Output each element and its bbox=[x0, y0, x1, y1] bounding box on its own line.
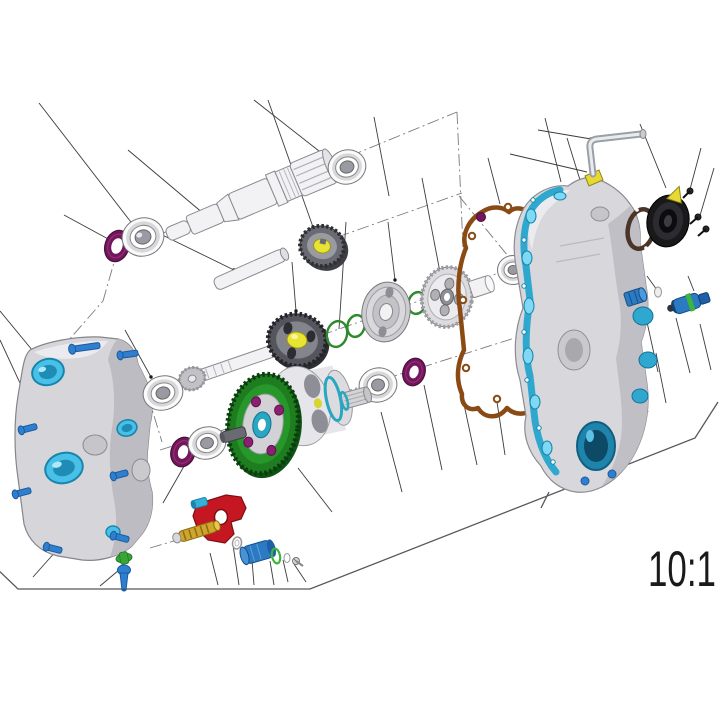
sensor-oring-green bbox=[685, 293, 696, 312]
right-gearbox-cover bbox=[513, 129, 658, 493]
flanged-hub-drum bbox=[361, 281, 411, 343]
bracket-bolt-teal bbox=[190, 497, 208, 509]
housing-shaft-bore-right bbox=[116, 419, 138, 437]
gear-idler-large bbox=[265, 311, 330, 371]
housing-bolts bbox=[11, 342, 139, 554]
hub-nuts-magenta bbox=[243, 396, 285, 456]
cover-flange-bolt-holes bbox=[521, 197, 556, 465]
vent-pipe bbox=[586, 129, 647, 178]
speed-sensor bbox=[667, 292, 711, 315]
output-shaft-stub bbox=[339, 386, 373, 411]
left-gearbox-housing bbox=[11, 336, 154, 561]
drain-gasket-green bbox=[115, 551, 133, 565]
oring-green-small bbox=[270, 547, 282, 565]
cover-output-bore-teal bbox=[576, 421, 616, 471]
housing-bearing-bore-upper bbox=[31, 357, 65, 387]
oring-white bbox=[231, 536, 243, 550]
boot-plug-yellow bbox=[665, 185, 682, 204]
scale-ratio-label: 10:1 bbox=[648, 541, 716, 597]
input-stub-shaft-dark bbox=[219, 426, 247, 444]
cap-plug-blue bbox=[239, 539, 277, 566]
dowel-pin bbox=[213, 247, 290, 290]
spur-gear-4holes bbox=[419, 265, 475, 329]
countershaft bbox=[177, 342, 285, 392]
sealing-washer bbox=[654, 286, 662, 298]
frame-break-tick bbox=[540, 491, 550, 509]
ball-bearing-input-left bbox=[121, 217, 165, 257]
ball-bearing-input-right bbox=[327, 149, 367, 185]
cover-screws-dark bbox=[682, 187, 710, 237]
cover-boss-teal-2 bbox=[638, 351, 658, 369]
cover-shaded-side bbox=[602, 206, 649, 486]
screw-small bbox=[292, 557, 304, 567]
final-drive-gear-green bbox=[225, 371, 302, 479]
cover-boss-teal-1 bbox=[632, 306, 654, 326]
drawing-frame-border bbox=[0, 401, 719, 590]
housing-shaded-side bbox=[108, 339, 153, 557]
input-shaft bbox=[165, 148, 340, 241]
washer-small bbox=[283, 553, 291, 563]
detent-spring-gold bbox=[172, 520, 221, 544]
cover-boss-teal-3 bbox=[631, 388, 649, 404]
ball-bearing-counter-upper bbox=[142, 375, 184, 411]
drain-plug-hex bbox=[623, 287, 648, 307]
rubber-boot-black bbox=[646, 185, 690, 248]
spacer-bushing bbox=[468, 275, 495, 298]
ball-bearing-counter-left bbox=[187, 426, 227, 460]
cover-flange-highlights bbox=[521, 191, 567, 456]
oil-seal-counter-right bbox=[402, 357, 426, 387]
housing-bearing-bore-lower bbox=[44, 451, 84, 485]
gasket-plug-purple bbox=[476, 212, 486, 222]
drain-bolt-blue bbox=[117, 564, 131, 592]
gear-small-yellow-hub bbox=[298, 223, 349, 271]
